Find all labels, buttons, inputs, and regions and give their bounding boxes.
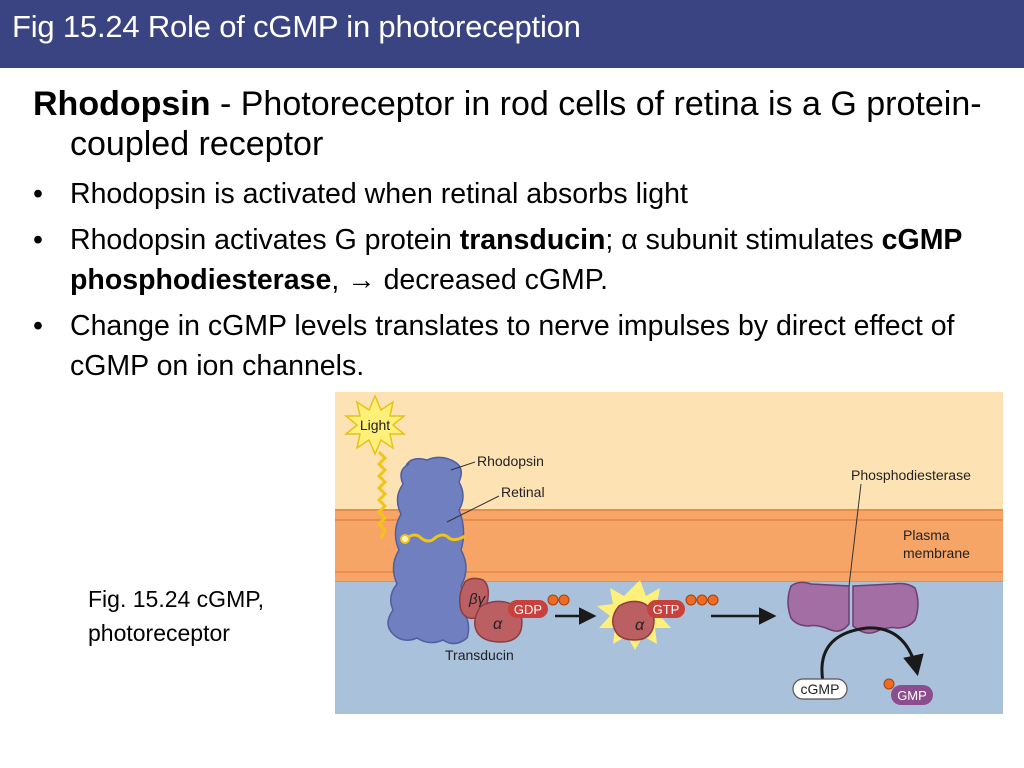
light-burst-icon [343,394,407,456]
phosphate-icon [558,594,570,606]
phosphate-icon [707,594,719,606]
alpha-label-2: α [635,617,645,634]
phosphate-icon [696,594,708,606]
conversion-arrow [820,626,924,683]
slide-content: Rhodopsin - Photoreceptor in rod cells o… [33,84,1008,392]
retinal-end-icon [400,534,410,544]
lead-paragraph: Rhodopsin - Photoreceptor in rod cells o… [33,84,1008,164]
photoreception-figure: Light Rhodopsin Retinal βγ α GDP Transdu… [335,392,1003,714]
alpha-label-1: α [493,616,503,633]
plasma-membrane-label-2: membrane [903,545,970,561]
lead-term: Rhodopsin [33,85,211,123]
activated-alpha-icon [612,600,655,641]
lead-rest: - Photoreceptor in rod cells of retina i… [70,85,982,163]
bullet-list: • Rhodopsin is activated when retinal abs… [33,174,1008,386]
bullet-item: • Rhodopsin is activated when retinal abs… [33,174,1008,214]
bullet-text: Change in cGMP levels translates to nerv… [70,310,955,382]
phosphate-icon [547,594,559,606]
bullet-dot: • [33,310,43,342]
bullet-term-pde: cGMP phosphodiesterase [70,224,962,296]
bullet-term-transducin: transducin [459,224,606,256]
cgmp-badge [792,678,848,700]
bullet-dot: • [33,178,43,210]
title-bar: Fig 15.24 Role of cGMP in photoreception [0,0,1024,68]
gtp-badge [647,600,685,618]
phosphodiesterase-label: Phosphodiesterase [851,467,971,483]
figure-svg: Light Rhodopsin Retinal βγ α GDP Transdu… [335,392,1003,714]
phosphate-icon [685,594,697,606]
gmp-badge [891,685,933,705]
bullet-item: • Rhodopsin activates G protein transduci… [33,220,1008,300]
bullet-text: ; α subunit stimulates [605,224,882,256]
bullet-text: , → decreased cGMP. [331,264,609,296]
bullet-text: Rhodopsin is activated when retinal abso… [70,178,688,210]
phosphodiesterase-icon [852,582,919,634]
bullet-item: • Change in cGMP levels translates to ner… [33,306,1008,386]
rhodopsin-leader [450,461,476,471]
rhodopsin-icon [387,456,470,645]
retinal-label: Retinal [501,484,545,500]
light-wave-icon [376,450,388,539]
phosphate-icon [883,678,895,690]
retinal-leader [446,495,500,523]
phosphodiesterase-icon [787,581,850,632]
rhodopsin-label: Rhodopsin [477,453,544,469]
pde-leader [848,483,862,587]
cgmp-label: cGMP [801,681,840,697]
slide-title: Fig 15.24 Role of cGMP in photoreception [12,9,581,44]
gmp-label: GMP [897,688,927,703]
figure-caption: Fig. 15.24 cGMP, photoreceptor [88,586,264,646]
gdp-label: GDP [514,602,542,617]
light-label: Light [360,417,390,433]
bullet-text: Rhodopsin activates G protein [70,224,460,256]
bullet-dot: • [33,224,43,256]
gdp-badge [508,600,548,618]
beta-gamma-label: βγ [468,591,487,608]
transducin-label: Transducin [445,647,514,663]
retinal-icon [406,533,466,543]
gtp-label: GTP [653,602,680,617]
plasma-membrane-label-1: Plasma [903,527,950,543]
